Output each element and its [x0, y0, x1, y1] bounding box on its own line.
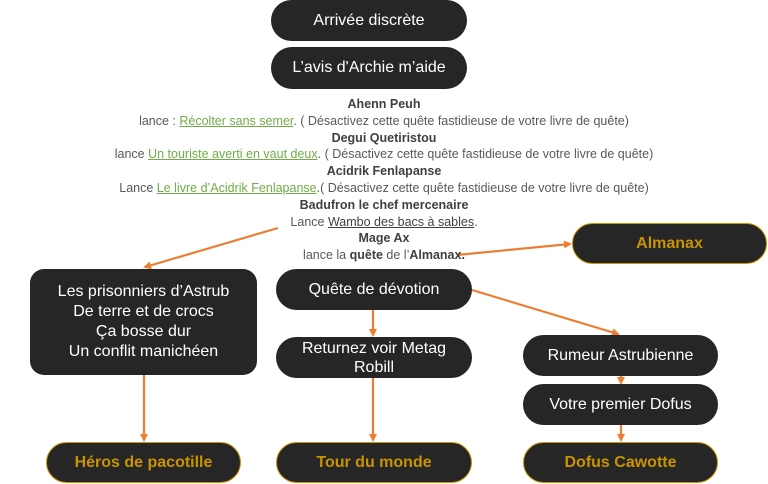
node-avis-archie: L’avis d'Archie m’aide — [271, 47, 467, 89]
npc-prefix: lance la — [303, 248, 350, 263]
arrow-to-left-group — [143, 226, 279, 270]
npc-badufron: Badufron le chef mercenaire Lance Wambo … — [0, 197, 768, 231]
npc-name: Acidrik Fenlapanse — [326, 164, 442, 179]
goal-heros-de-pacotille: Héros de pacotille — [46, 442, 241, 483]
arrow-to-almanax — [456, 240, 572, 257]
npc-bold: Almanax. — [409, 248, 465, 263]
goal-dofus-cawotte: Dofus Cawotte — [523, 442, 718, 483]
quest-line: Un conflit manichéen — [68, 343, 219, 360]
npc-suffix: . ( Désactivez cette quête fastidieuse d… — [293, 113, 629, 128]
quest-line: Robill — [353, 358, 394, 376]
quest-line: Les prisonniers d’Astrub — [57, 283, 230, 300]
npc-prefix: lance — [114, 147, 149, 162]
quest-line: Ça bosse dur — [95, 323, 192, 340]
npc-name: Mage Ax — [358, 231, 410, 246]
npc-bold: quête — [349, 248, 383, 263]
node-votre-premier-dofus: Votre premier Dofus — [523, 384, 718, 425]
node-quete-devotion: Quête de dévotion — [276, 269, 472, 310]
npc-ahenn: Ahenn Peuh lance : Récolter sans semer. … — [0, 96, 768, 130]
npc-name: Degui Quetiristou — [331, 130, 437, 145]
goal-tour-du-monde: Tour du monde — [276, 442, 472, 483]
npc-prefix: Lance — [290, 214, 328, 229]
npc-suffix: .( Désactivez cette quête fastidieuse de… — [316, 180, 649, 195]
node-arrivee-discrete: Arrivée discrète — [271, 0, 467, 41]
quest-link[interactable]: Récolter sans semer — [179, 113, 294, 128]
quest-line: Returnez voir Metag — [301, 339, 447, 357]
node-metag-robill: Returnez voir Metag Robill — [276, 337, 472, 378]
npc-suffix: . — [474, 214, 478, 229]
node-left-group: Les prisonniers d’Astrub De terre et de … — [30, 269, 257, 375]
npc-acidrik: Acidrik Fenlapanse Lance Le livre d’Acid… — [0, 163, 768, 197]
npc-name: Badufron le chef mercenaire — [299, 197, 469, 212]
arrow-devotion-to-rumeur — [471, 288, 620, 337]
quest-link[interactable]: Un touriste averti en vaut deux — [148, 147, 318, 162]
npc-mage-ax: Mage Ax lance la quête de l’Almanax. — [0, 230, 768, 264]
node-rumeur-astrubienne: Rumeur Astrubienne — [523, 335, 718, 376]
npc-degui: Degui Quetiristou lance Un touriste aver… — [0, 130, 768, 164]
npc-suffix: . ( Désactivez cette quête fastidieuse d… — [317, 147, 654, 162]
quest-link[interactable]: Le livre d’Acidrik Fenlapanse — [156, 180, 317, 195]
npc-prefix: Lance — [119, 180, 157, 195]
npc-prefix: lance : — [139, 113, 180, 128]
quest-line: De terre et de crocs — [73, 303, 214, 320]
npc-block: Ahenn Peuh lance : Récolter sans semer. … — [0, 96, 768, 264]
quest-link[interactable]: Wambo des bacs à sables — [327, 214, 475, 229]
npc-name: Ahenn Peuh — [347, 97, 421, 111]
npc-mid: de l’ — [382, 248, 410, 263]
goal-almanax: Almanax — [572, 223, 767, 264]
